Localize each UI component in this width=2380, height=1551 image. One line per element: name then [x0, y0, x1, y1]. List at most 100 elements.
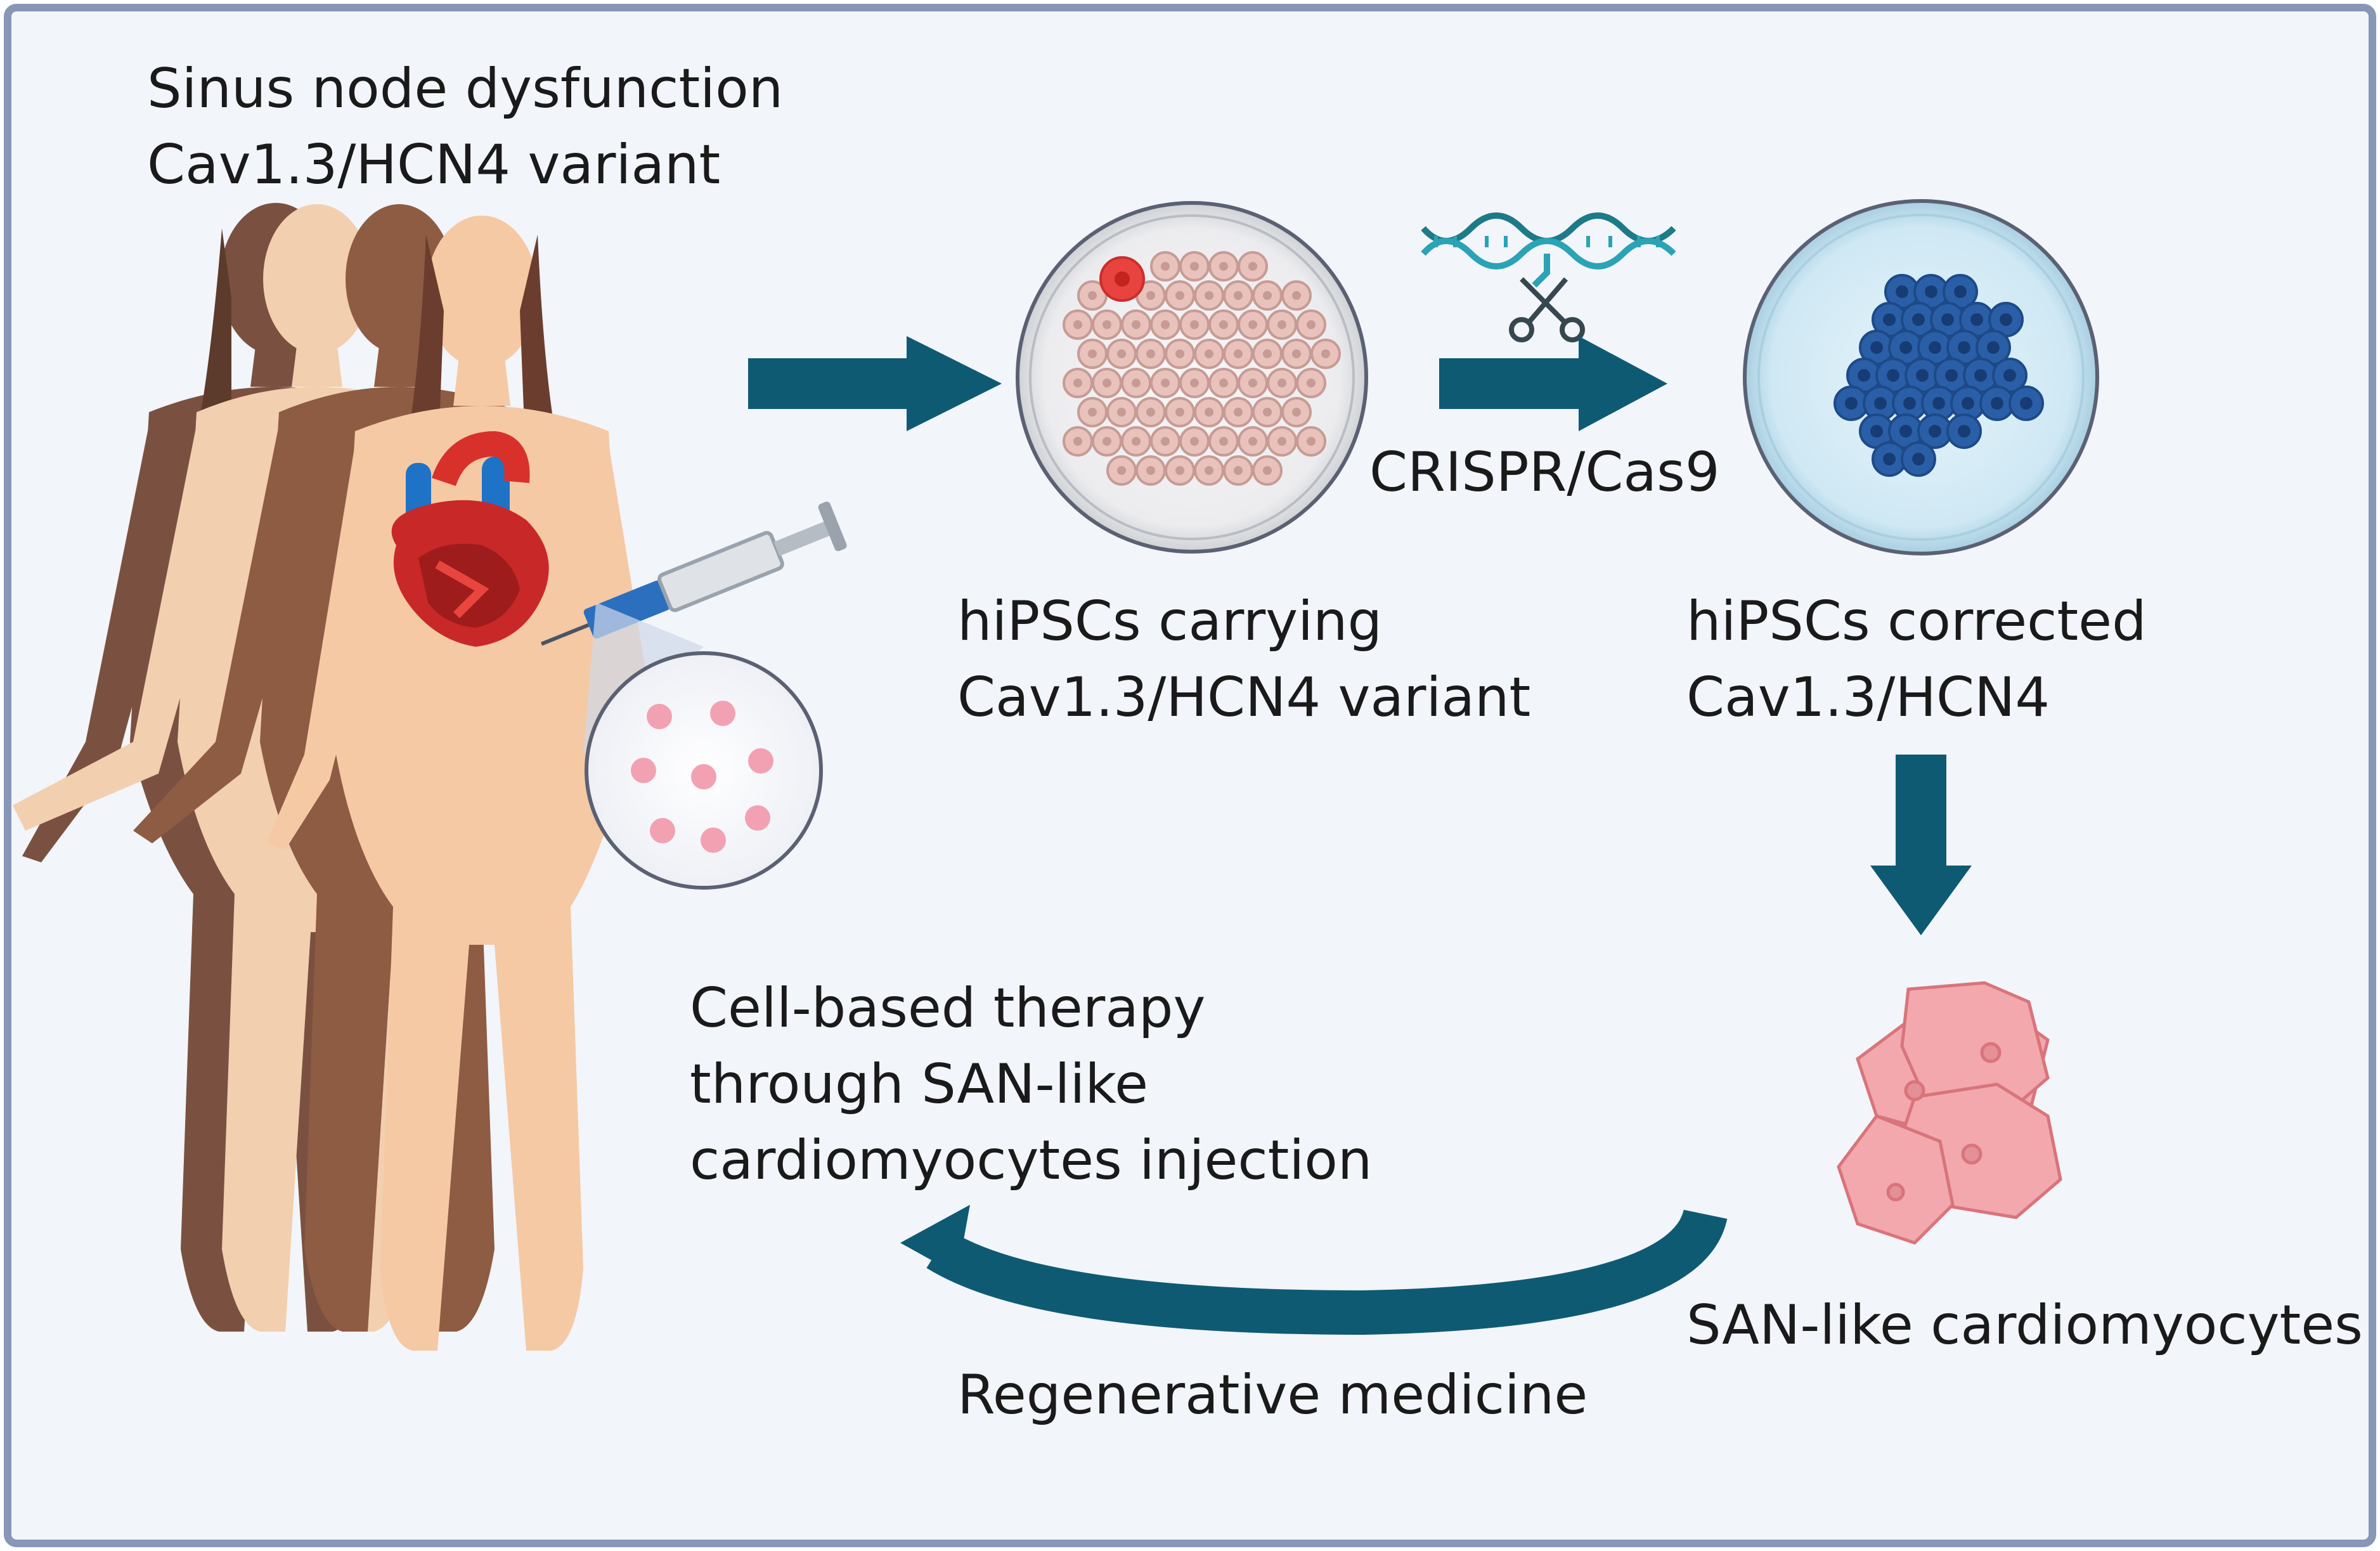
heart-icon: [391, 431, 549, 647]
variant-cell-nucleus: [1132, 379, 1141, 387]
variant-cell-nucleus: [1103, 320, 1111, 329]
variant-cell-nucleus: [1292, 291, 1301, 300]
corrected-cell-nucleus: [1941, 313, 1954, 326]
label-hipsc-corrected: hiPSCs corrected Cav1.3/HCN4: [1686, 583, 2147, 736]
arrow-down-to-cardiomyocytes: [1870, 755, 1972, 935]
corrected-cell-nucleus: [1903, 397, 1916, 410]
variant-cell-nucleus: [1205, 349, 1213, 358]
variant-cell-nucleus: [1161, 262, 1170, 271]
corrected-cell-nucleus: [1870, 341, 1883, 354]
variant-cell-nucleus: [1161, 437, 1170, 446]
label-therapy: Cell-based therapy through SAN-like card…: [690, 970, 1372, 1198]
variant-cell-nucleus: [1103, 379, 1111, 387]
label-therapy-line-2: through SAN-like: [690, 1053, 1149, 1116]
variant-cell-nucleus: [1103, 437, 1111, 446]
variant-cell-nucleus: [1234, 466, 1243, 475]
label-crispr: CRISPR/Cas9: [1369, 441, 1720, 504]
variant-cell-nucleus: [1190, 320, 1199, 329]
corrected-cell-nucleus: [1970, 313, 1983, 326]
dna-scissors-icon: [1421, 212, 1676, 342]
variant-cell-nucleus: [1234, 291, 1243, 300]
variant-cell-nucleus: [1146, 291, 1155, 300]
corrected-cell-nucleus: [1962, 397, 1974, 410]
variant-cell-nucleus: [1307, 379, 1316, 387]
label-hipsc-variant-line-2: Cav1.3/HCN4 variant: [957, 666, 1531, 729]
variant-cell-nucleus: [1277, 379, 1286, 387]
cell-zoom-icon: [583, 602, 823, 890]
variant-cell-nucleus: [1219, 262, 1228, 271]
corrected-cell-nucleus: [1896, 285, 1908, 298]
label-hipsc-corrected-line-1: hiPSCs corrected: [1686, 590, 2147, 653]
human-figures-icon: [13, 203, 697, 1351]
variant-cell-nucleus: [1263, 291, 1272, 300]
variant-cell-nucleus: [1219, 320, 1228, 329]
variant-cell-nucleus: [1263, 466, 1272, 475]
corrected-cell-nucleus: [1883, 453, 1896, 465]
corrected-cell-nucleus: [1899, 425, 1912, 438]
variant-cell-nucleus: [1146, 408, 1155, 417]
corrected-cell-nucleus: [1954, 285, 1967, 298]
variant-cell-nucleus: [1277, 320, 1286, 329]
variant-cell-nucleus: [1307, 320, 1316, 329]
variant-cell-nucleus: [1175, 291, 1184, 300]
corrected-cell-nucleus: [1925, 285, 1937, 298]
corrected-cell-nucleus: [1870, 425, 1883, 438]
label-therapy-line-1: Cell-based therapy: [690, 977, 1206, 1040]
variant-cell-nucleus: [1117, 466, 1126, 475]
corrected-cell-nucleus: [1945, 369, 1958, 382]
variant-cell-nucleus: [1190, 437, 1199, 446]
variant-cell-nucleus: [1117, 408, 1126, 417]
corrected-cell-nucleus: [2020, 397, 2033, 410]
corrected-cell-nucleus: [1858, 369, 1870, 382]
corrected-cell-nucleus: [1929, 425, 1941, 438]
variant-cell-nucleus: [1307, 437, 1316, 446]
variant-cell-nucleus: [1219, 379, 1228, 387]
corrected-cell-nucleus: [1974, 369, 1987, 382]
variant-cell-nucleus: [1234, 408, 1243, 417]
variant-cell-nucleus: [1205, 466, 1213, 475]
variant-cell-nucleus: [1205, 291, 1213, 300]
label-san-cells: SAN-like cardiomyocytes: [1686, 1294, 2363, 1357]
variant-cell-nucleus: [1277, 437, 1286, 446]
variant-cell-nucleus: [1146, 466, 1155, 475]
corrected-cell-nucleus: [1958, 341, 1970, 354]
label-hipsc-variant: hiPSCs carrying Cav1.3/HCN4 variant: [957, 583, 1530, 736]
corrected-cell-nucleus: [1912, 313, 1925, 326]
corrected-cell-nucleus: [1916, 369, 1929, 382]
variant-cell-nucleus: [1073, 379, 1082, 387]
corrected-cell-nucleus: [1899, 341, 1912, 354]
variant-cell-nucleus: [1263, 349, 1272, 358]
corrected-cell-nucleus: [1929, 341, 1941, 354]
label-regen: Regenerative medicine: [957, 1363, 1588, 1427]
variant-cell-nucleus: [1248, 262, 1257, 271]
corrected-cell-nucleus: [1987, 341, 2000, 354]
corrected-cell-nucleus: [2003, 369, 2016, 382]
label-hipsc-corrected-line-2: Cav1.3/HCN4: [1686, 666, 2050, 729]
corrected-cell-nucleus: [1912, 453, 1925, 465]
corrected-cell-nucleus: [1845, 397, 1858, 410]
petri-dish-corrected-icon: [1743, 199, 2099, 555]
variant-cell-nucleus: [1161, 320, 1170, 329]
variant-cell-nucleus: [1088, 408, 1097, 417]
variant-cell-nucleus: [1175, 349, 1184, 358]
variant-cell-nucleus: [1263, 408, 1272, 417]
arrow-regenerative: [900, 1205, 1728, 1335]
variant-cell-nucleus: [1132, 320, 1141, 329]
variant-cell-nucleus: [1219, 437, 1228, 446]
variant-cell-nucleus: [1234, 349, 1243, 358]
variant-cell-nucleus: [1146, 349, 1155, 358]
corrected-cell-nucleus: [1887, 369, 1899, 382]
variant-cell-nucleus: [1321, 349, 1330, 358]
label-patient: Sinus node dysfunction Cav1.3/HCN4 varia…: [147, 51, 783, 203]
variant-cell-nucleus: [1292, 408, 1301, 417]
label-therapy-line-3: cardiomyocytes injection: [690, 1129, 1373, 1192]
variant-cell-nucleus: [1073, 320, 1082, 329]
label-patient-line-2: Cav1.3/HCN4 variant: [147, 133, 721, 197]
variant-cell-nucleus: [1190, 262, 1199, 271]
corrected-cell-nucleus: [1958, 425, 1970, 438]
variant-cell-nucleus: [1205, 408, 1213, 417]
variant-cell-nucleus: [1248, 320, 1257, 329]
corrected-cell-nucleus: [1932, 397, 1945, 410]
corrected-cell-nucleus: [2000, 313, 2012, 326]
